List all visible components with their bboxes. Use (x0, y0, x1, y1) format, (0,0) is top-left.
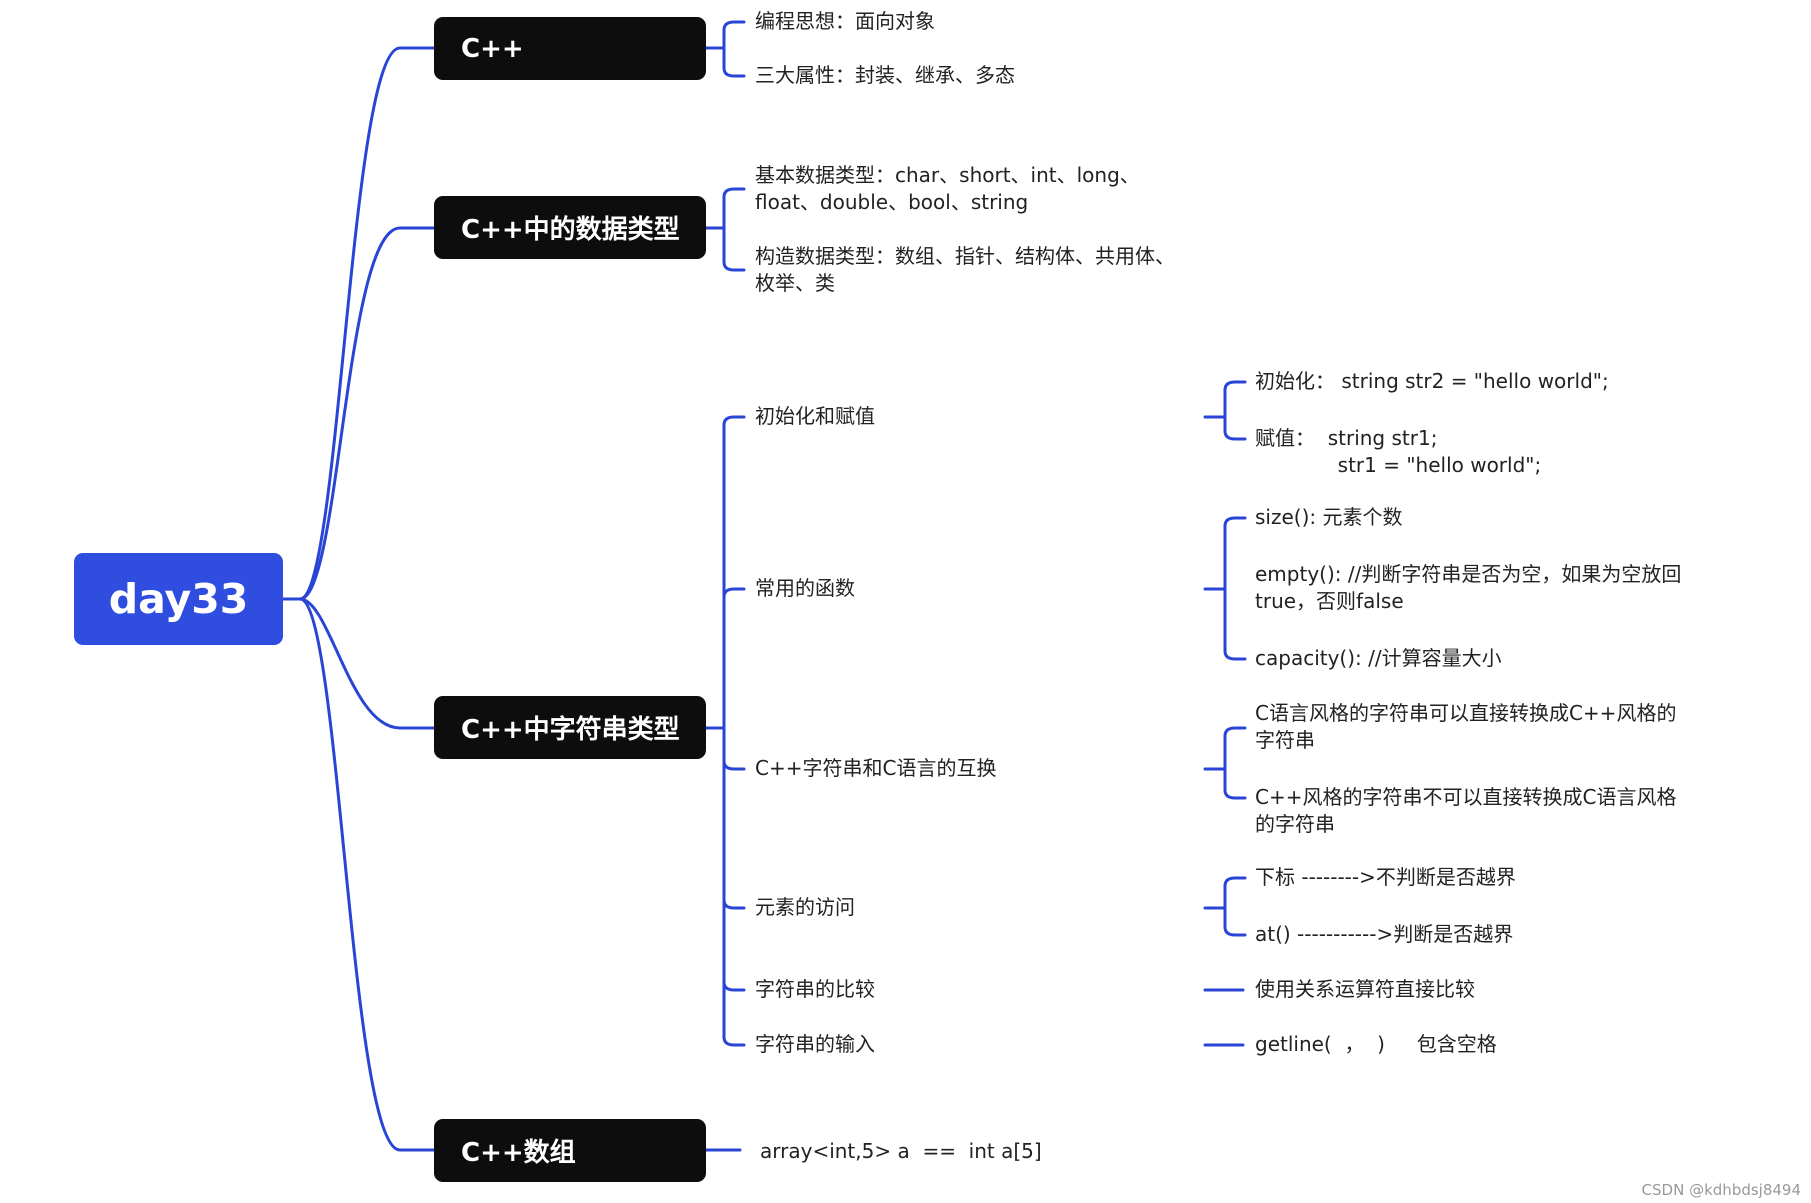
root-node[interactable]: day33 (74, 553, 283, 645)
child-at: at() ----------->判断是否越界 (1255, 922, 1514, 946)
child-c-to-cpp: C语言风格的字符串可以直接转换成C++风格的 字符串 (1255, 701, 1677, 752)
link-root-branch-cpp (281, 46, 436, 601)
branch-cpp-string-type[interactable]: C++中字符串类型 (434, 696, 706, 759)
child-subscript: 下标 -------->不判断是否越界 (1255, 865, 1516, 889)
bracket-access-leaf-0 (1223, 876, 1247, 888)
item-cpp-c-interchange: C++字符串和C语言的互换 (755, 756, 997, 780)
branch-cpp[interactable]: C++ (434, 17, 706, 80)
bracket-functions-leaf-0 (1223, 516, 1247, 528)
bracket-data-types-leaf-0 (722, 187, 746, 199)
bracket-string-leaf-4 (722, 980, 746, 992)
child-getline: getline( ， ) 包含空格 (1255, 1032, 1497, 1056)
child-init: 初始化： string str2 = "hello world"; (1255, 369, 1609, 393)
item-string-input: 字符串的输入 (755, 1032, 875, 1056)
link-root-branch-array (281, 597, 436, 1152)
child-cpp-to-c: C++风格的字符串不可以直接转换成C语言风格 的字符串 (1255, 785, 1677, 836)
bracket-string-leaf-2 (722, 759, 746, 771)
child-size: size(): 元素个数 (1255, 505, 1403, 529)
item-common-functions: 常用的函数 (755, 576, 855, 600)
bracket-interchange-leaf-1 (1223, 788, 1247, 800)
child-capacity: capacity(): //计算容量大小 (1255, 646, 1502, 670)
branch-cpp-data-types[interactable]: C++中的数据类型 (434, 196, 706, 259)
item-string-compare: 字符串的比较 (755, 977, 875, 1001)
bracket-access-leaf-1 (1223, 925, 1247, 937)
bracket-init-leaf-1 (1223, 429, 1247, 441)
bracket-functions-leaf-1 (1223, 649, 1247, 661)
child-empty: empty(): //判断字符串是否为空，如果为空放回 true，否则false (1255, 562, 1682, 613)
item-init-and-assign: 初始化和赋值 (755, 404, 875, 428)
item-array-equivalence: array<int,5> a == int a[5] (760, 1139, 1042, 1163)
item-element-access: 元素的访问 (755, 895, 855, 919)
link-root-branch-string (281, 597, 436, 730)
bracket-cpp-leaf-1 (722, 66, 746, 78)
bracket-data-types-leaf-1 (722, 260, 746, 272)
item-three-properties: 三大属性：封装、继承、多态 (755, 63, 1015, 87)
bracket-string-leaf-3 (722, 898, 746, 910)
item-constructed-data-types: 构造数据类型：数组、指针、结构体、共用体、 枚举、类 (755, 244, 1175, 295)
bracket-cpp-leaf-0 (722, 20, 746, 32)
item-programming-idea: 编程思想：面向对象 (755, 9, 935, 33)
child-relational-compare: 使用关系运算符直接比较 (1255, 977, 1475, 1001)
bracket-string-leaf-5 (722, 1035, 746, 1047)
bracket-interchange-leaf-0 (1223, 726, 1247, 738)
bracket-string-leaf-1 (722, 587, 746, 599)
watermark: CSDN @kdhbdsj8494 (1641, 1181, 1801, 1199)
item-basic-data-types: 基本数据类型：char、short、int、long、 float、double… (755, 163, 1140, 214)
bracket-init-leaf-0 (1223, 380, 1247, 392)
bracket-string-leaf-0 (722, 415, 746, 427)
link-root-branch-data-types (281, 226, 436, 601)
child-assign: 赋值： string str1; str1 = "hello world"; (1255, 426, 1542, 477)
branch-cpp-array[interactable]: C++数组 (434, 1119, 706, 1182)
